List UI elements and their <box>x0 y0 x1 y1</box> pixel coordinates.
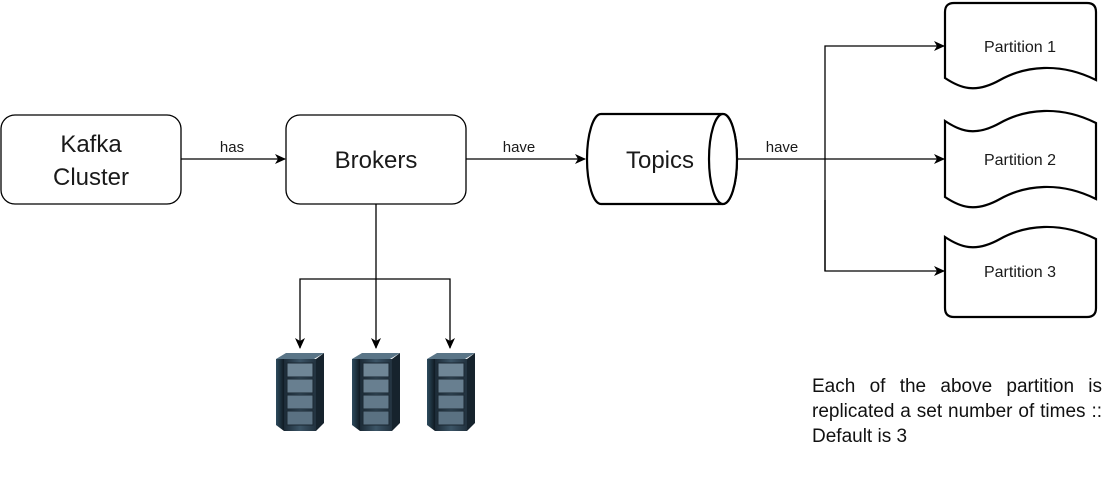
kafka-cluster-node[interactable]: Kafka Cluster <box>0 114 182 205</box>
partition-3-label: Partition 3 <box>984 264 1056 281</box>
edge-brokers-to-servers <box>295 204 455 349</box>
kafka-cluster-label-line1: Kafka <box>60 131 122 158</box>
server-rack-icon <box>275 352 325 432</box>
replication-note: Each of the above partition is replicate… <box>812 376 1102 447</box>
edge-topics-to-partitions <box>737 41 945 276</box>
edge-label-has: has <box>220 139 244 156</box>
server-rack-icon <box>351 352 401 432</box>
server-rack-icon <box>426 352 476 432</box>
brokers-label: Brokers <box>335 147 418 174</box>
topics-label: Topics <box>626 147 694 174</box>
kafka-cluster-label-line2: Cluster <box>53 164 129 191</box>
partition-2-node[interactable]: Partition 2 <box>943 109 1098 209</box>
edge-label-have-1: have <box>503 139 536 156</box>
partition-1-node[interactable]: Partition 1 <box>943 1 1098 90</box>
partition-1-label: Partition 1 <box>984 39 1056 56</box>
brokers-node[interactable]: Brokers <box>285 114 467 205</box>
partition-2-label: Partition 2 <box>984 152 1056 169</box>
edge-label-have-2: have <box>766 139 799 156</box>
topics-node[interactable]: Topics <box>585 112 739 206</box>
partition-3-node[interactable]: Partition 3 <box>943 225 1098 319</box>
